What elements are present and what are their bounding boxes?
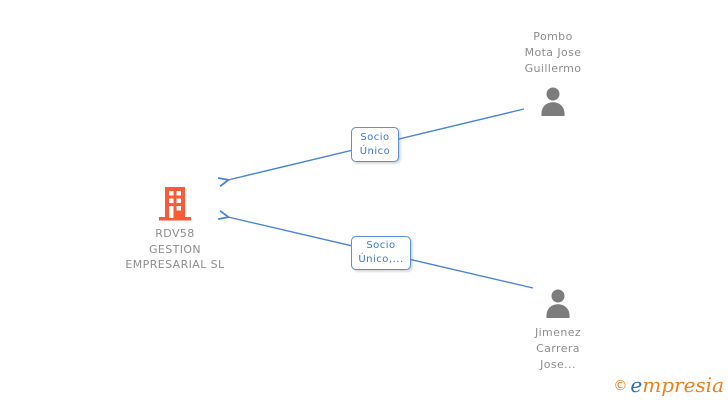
person-node-jimenez[interactable]: Jimenez Carrera Jose... bbox=[478, 288, 638, 373]
person-name-line: Jose... bbox=[540, 358, 576, 371]
company-name-line: GESTION bbox=[148, 242, 202, 256]
person-icon bbox=[546, 289, 570, 318]
company-node[interactable]: RDV58 GESTION EMPRESARIAL SL bbox=[95, 184, 255, 273]
person-node-pombo[interactable]: Pombo Mota Jose Guillermo bbox=[473, 29, 633, 116]
edge-label-line: Socio bbox=[366, 240, 396, 251]
person-icon bbox=[541, 87, 565, 116]
person-name-line: Jimenez bbox=[534, 326, 582, 339]
person-name-line: Guillermo bbox=[524, 62, 582, 75]
edge-label-line: Único,... bbox=[358, 254, 404, 265]
company-name-line: RDV58 bbox=[155, 227, 195, 240]
copyright-icon: © bbox=[613, 378, 628, 394]
person-name-line: Mota Jose bbox=[524, 46, 582, 59]
edge-label-socio-unico-2[interactable]: Socio Único,... bbox=[351, 236, 411, 270]
person-name-line: Pombo bbox=[533, 30, 573, 43]
building-icon bbox=[159, 187, 191, 221]
person-name-line: Carrera bbox=[536, 342, 580, 355]
edge-label-line: Único bbox=[359, 145, 391, 157]
logo-text: mpresia bbox=[642, 373, 724, 397]
empresia-logo[interactable]: ©empresia bbox=[613, 373, 724, 398]
edge-label-line: Socio bbox=[360, 131, 390, 143]
edge-label-socio-unico[interactable]: Socio Único bbox=[351, 127, 399, 162]
logo-first-letter: e bbox=[630, 373, 643, 397]
company-name-line: EMPRESARIAL SL bbox=[125, 258, 225, 271]
